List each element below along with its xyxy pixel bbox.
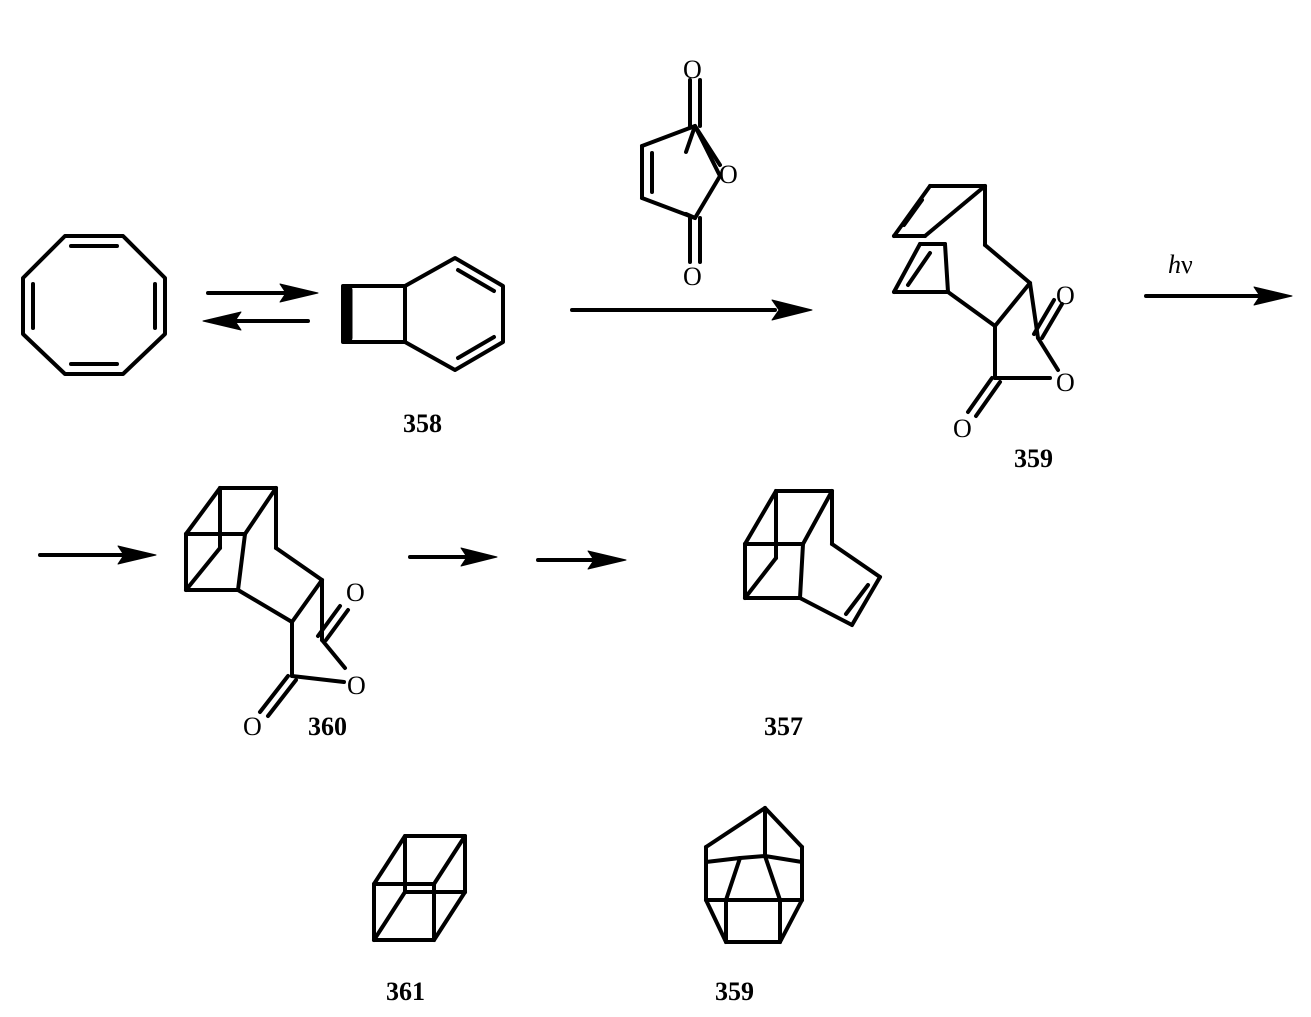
- atom-o-anhydride-bottom: O: [683, 262, 702, 291]
- photolysis-nu: ν: [1181, 250, 1193, 279]
- equilibrium-arrows: [202, 283, 319, 331]
- compound-label-359-adduct: 359: [1014, 444, 1053, 473]
- cyclooctatetraene-structure: [21, 234, 167, 376]
- compound-359-cage-structure: [704, 806, 804, 944]
- reaction-arrow-photolysis: [1144, 286, 1293, 306]
- compound-357-structure: [743, 489, 882, 627]
- multistep-arrow-1: [408, 547, 498, 567]
- atom-o-359-carbonyl-right: O: [1056, 281, 1075, 310]
- atom-o-359-ring: O: [1056, 368, 1075, 397]
- atom-o-anhydride-top: O: [683, 55, 702, 84]
- atom-o-360-carbonyl-right: O: [346, 578, 365, 607]
- compound-label-361: 361: [386, 977, 425, 1006]
- compound-358-structure: [341, 256, 505, 372]
- photolysis-h: h: [1168, 250, 1181, 279]
- photolysis-condition: hν: [1168, 250, 1193, 279]
- compound-361-cubane-structure: [372, 834, 467, 942]
- compound-359-adduct-structure: [892, 184, 1064, 418]
- multistep-arrow-2: [536, 550, 627, 570]
- reaction-arrow-diels-alder: [570, 299, 813, 321]
- compound-360-structure: [184, 486, 350, 718]
- atom-o-anhydride-ring: O: [719, 160, 738, 189]
- maleic-anhydride-structure: [640, 78, 722, 264]
- compound-label-358: 358: [403, 409, 442, 438]
- atom-o-359-carbonyl-left: O: [953, 414, 972, 443]
- compound-label-359-cage: 359: [715, 977, 754, 1006]
- compound-label-357: 357: [764, 712, 803, 741]
- atom-o-360-carbonyl-left: O: [243, 712, 262, 741]
- atom-o-360-ring: O: [347, 671, 366, 700]
- continuation-arrow: [38, 545, 157, 565]
- compound-label-360: 360: [308, 712, 347, 741]
